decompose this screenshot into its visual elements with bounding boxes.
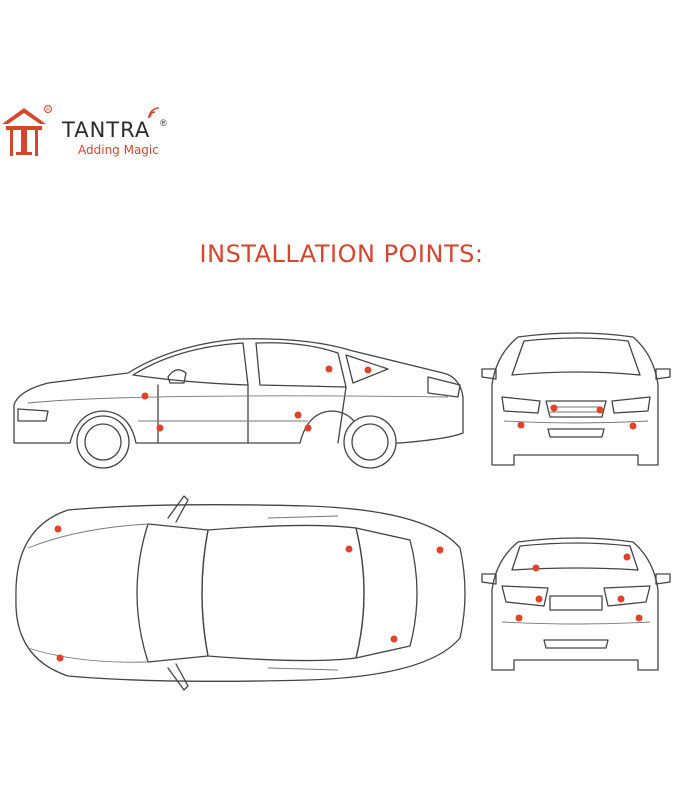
installation-point (294, 411, 302, 419)
installation-point (629, 422, 637, 430)
installation-point (515, 614, 523, 622)
signal-waves-icon (148, 107, 160, 119)
tantra-logo-icon: R (2, 105, 52, 156)
brand-name: TANTRA (62, 118, 151, 142)
registered-mark: ® (160, 118, 167, 128)
installation-point (390, 635, 398, 643)
brand-logo: R TANTRA ® Adding Magic (0, 100, 200, 162)
installation-point (623, 553, 631, 561)
installation-point (304, 424, 312, 432)
installation-point (156, 424, 164, 432)
car-front-view (478, 325, 673, 475)
installation-point (517, 421, 525, 429)
installation-point (345, 545, 353, 553)
installation-point (635, 614, 643, 622)
brand-tagline: Adding Magic (78, 143, 159, 157)
car-rear-view (478, 530, 673, 680)
car-top-view (8, 488, 470, 698)
installation-point (54, 525, 62, 533)
installation-point (325, 365, 333, 373)
car-side-view (8, 325, 470, 475)
svg-text:R: R (46, 107, 50, 113)
installation-point (141, 392, 149, 400)
installation-point (364, 366, 372, 374)
installation-point (532, 564, 540, 572)
installation-point (56, 654, 64, 662)
installation-point (596, 406, 604, 414)
installation-point (550, 404, 558, 412)
installation-point (436, 546, 444, 554)
page-title: INSTALLATION POINTS: (199, 240, 484, 268)
installation-point (617, 595, 625, 603)
installation-point (535, 595, 543, 603)
